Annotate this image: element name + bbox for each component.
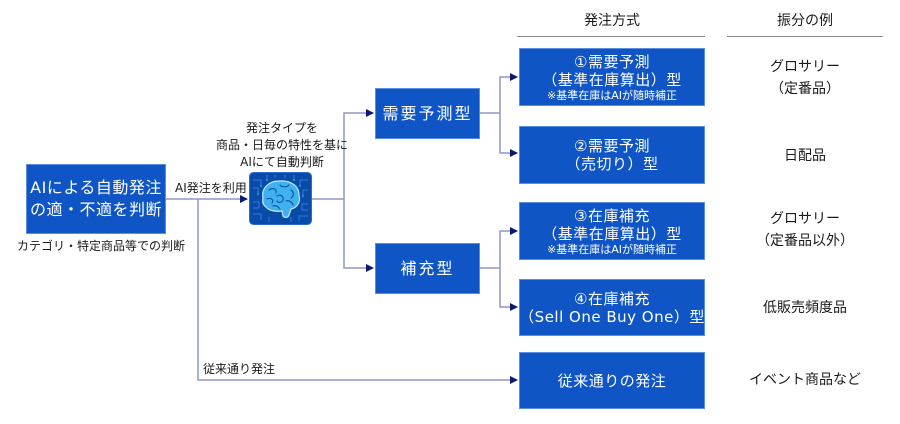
method-box-1-line-2: （基準在庫算出）型: [542, 70, 682, 89]
method-box-2[interactable]: ②需要予測 （売切り）型: [519, 126, 705, 184]
header-example: 振分の例: [777, 13, 833, 29]
root-decision-caption: カテゴリ・特定商品等での判断: [17, 239, 186, 253]
method-box-4-line-1: ④在庫補充: [574, 289, 650, 308]
ai-caption-line-1: 発注タイプを: [245, 121, 318, 135]
example-1-line-1: グロサリー: [770, 59, 840, 75]
type-box-demand-forecast[interactable]: 需要予測型: [375, 88, 480, 139]
type-box-replenishment[interactable]: 補充型: [375, 243, 480, 294]
root-decision-line-2: の適・不適を判断: [29, 200, 162, 219]
method-box-conventional-label: 従来通りの発注: [557, 371, 667, 390]
example-1: グロサリー （定番品）: [727, 56, 883, 100]
example-2-line-1: 日配品: [784, 148, 826, 164]
type-box-replenishment-label: 補充型: [400, 258, 455, 278]
connector-ai-to-replenish: [343, 199, 374, 272]
type-box-demand-forecast-label: 需要予測型: [382, 103, 473, 123]
example-1-line-2: （定番品）: [770, 81, 840, 97]
example-2: 日配品: [727, 145, 883, 167]
connector-replenish-to-method-3: [499, 227, 518, 268]
method-box-1-note: ※基準在庫はAIが随時補正: [547, 88, 677, 102]
example-3-line-2: （定番品以外）: [756, 233, 854, 249]
brain-circuit-icon: [249, 172, 312, 225]
root-decision-line-1: AIによる自動発注: [30, 178, 162, 197]
example-4: 低販売頻度品: [727, 297, 883, 319]
method-box-3-line-1: ③在庫補充: [574, 206, 650, 225]
ai-caption-line-3: AIにて自動判断: [240, 155, 324, 169]
header-order-method: 発注方式: [584, 13, 640, 29]
example-5: イベント商品など: [727, 369, 883, 391]
method-box-1[interactable]: ①需要予測 （基準在庫算出）型 ※基準在庫はAIが随時補正: [519, 48, 705, 106]
root-decision-box[interactable]: AIによる自動発注 の適・不適を判断: [26, 164, 166, 234]
edge-label-conventional: 従来通り発注: [203, 362, 276, 376]
method-box-3-line-2: （基準在庫算出）型: [542, 224, 682, 243]
method-box-2-line-2: （売切り）型: [565, 155, 659, 173]
ai-judgement-caption: 発注タイプを 商品・日毎の特性を基に AIにて自動判断: [212, 120, 352, 171]
method-box-1-line-1: ①需要予測: [574, 52, 650, 71]
example-3: グロサリー （定番品以外）: [727, 208, 883, 252]
method-box-conventional[interactable]: 従来通りの発注: [519, 352, 705, 409]
method-box-3-note: ※基準在庫はAIが随時補正: [547, 242, 677, 256]
ai-caption-line-2: 商品・日毎の特性を基に: [215, 138, 348, 152]
example-3-line-1: グロサリー: [770, 211, 840, 227]
connector-demand-to-method-2: [499, 113, 518, 157]
method-box-4-line-2: （Sell One Buy One）型: [519, 307, 705, 326]
connector-replenish-to-method-4: [499, 268, 518, 311]
header-order-method-rule: [517, 36, 705, 37]
header-example-rule: [727, 36, 883, 37]
connector-demand-to-method-1: [499, 73, 518, 113]
method-box-2-line-1: ②需要予測: [574, 137, 650, 155]
method-box-3[interactable]: ③在庫補充 （基準在庫算出）型 ※基準在庫はAIが随時補正: [519, 202, 705, 260]
method-box-4[interactable]: ④在庫補充 （Sell One Buy One）型: [519, 279, 705, 336]
example-5-line-1: イベント商品など: [749, 372, 861, 388]
edge-label-use-ai: AI発注を利用: [175, 181, 247, 195]
example-4-line-1: 低販売頻度品: [763, 300, 847, 316]
